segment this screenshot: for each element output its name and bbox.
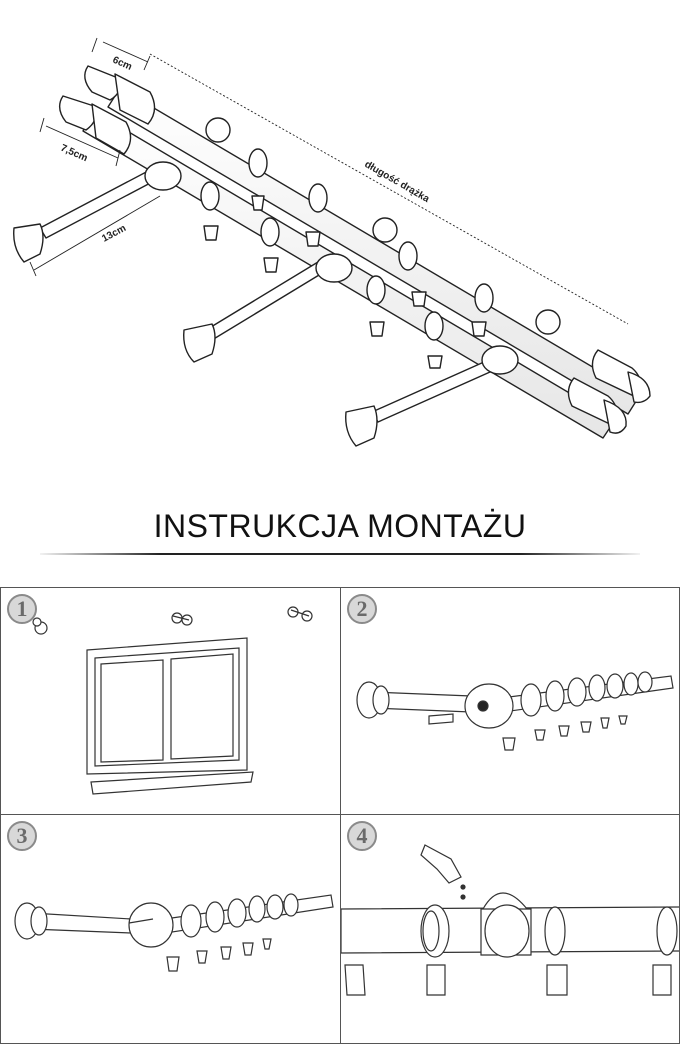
step-panel-1: 1	[0, 587, 341, 815]
page-title: INSTRUKCJA MONTAŻU	[153, 508, 527, 544]
step-number-badge: 2	[347, 594, 377, 624]
step-panel-4: 4	[340, 814, 680, 1044]
step-number-badge: 4	[347, 821, 377, 851]
dimension-label: 13cm	[100, 223, 128, 245]
title-underline	[40, 553, 640, 555]
dimension-label: 7,5cm	[59, 143, 89, 165]
step-number-badge: 3	[7, 821, 37, 851]
rod-assembly-drawing	[356, 671, 674, 751]
double-curtain-rod-illustration: 6cm 7,5cm 13cm długość drążka	[13, 37, 651, 447]
step-number-badge: 1	[7, 594, 37, 624]
dimension-label: 6cm	[111, 55, 134, 73]
step-panel-3: 3	[0, 814, 341, 1044]
end-cap-gluing-drawing	[341, 844, 679, 996]
steps-grid: 1	[0, 587, 680, 1044]
window-brackets-drawing	[32, 606, 313, 795]
rod-mounting-drawing	[14, 893, 334, 972]
step-panel-2: 2	[340, 587, 680, 815]
dimension-label: długość drążka	[363, 159, 432, 205]
